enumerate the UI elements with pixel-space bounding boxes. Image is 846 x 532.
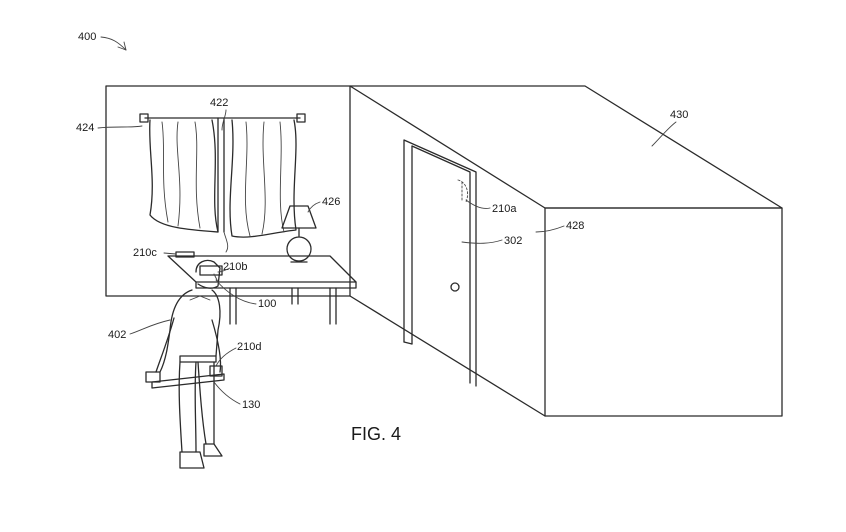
camera-210c [175, 251, 195, 258]
controller-130 [151, 373, 225, 389]
door-knob [450, 282, 460, 292]
label-422: 422 [210, 97, 228, 109]
box-front-face [544, 207, 783, 417]
label-428: 428 [566, 220, 584, 232]
label-302: 302 [504, 235, 522, 247]
window-with-curtains [139, 113, 306, 253]
user-hand-left [145, 371, 161, 383]
label-100: 100 [258, 298, 276, 310]
label-210a: 210a [492, 203, 517, 215]
room-box [349, 85, 783, 417]
user-with-headset [145, 259, 225, 469]
label-210b: 210b [223, 261, 247, 273]
table [167, 251, 357, 325]
label-424: 424 [76, 122, 94, 134]
lamp [281, 205, 317, 263]
figure-caption: FIG. 4 [351, 424, 401, 444]
label-210c: 210c [133, 247, 157, 259]
headset-100 [199, 265, 223, 276]
label-210d: 210d [237, 341, 261, 353]
label-402: 402 [108, 329, 126, 341]
label-400: 400 [78, 31, 96, 43]
door [403, 139, 477, 387]
label-430: 430 [670, 109, 688, 121]
figure-reference-400: 400 [78, 31, 127, 51]
camera-210a [457, 179, 469, 203]
label-130: 130 [242, 399, 260, 411]
label-426: 426 [322, 196, 340, 208]
